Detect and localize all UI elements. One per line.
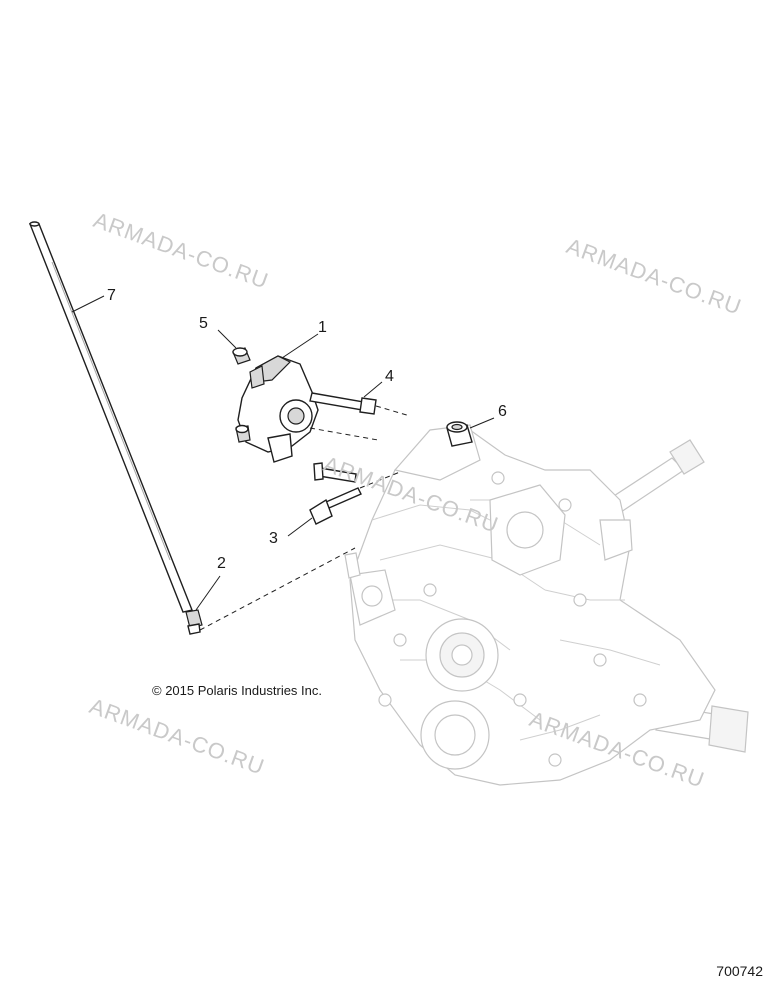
callout-5: 5: [199, 315, 208, 332]
callouts: 7 1 5 4 6 3 2: [107, 287, 507, 572]
callout-3: 3: [269, 530, 278, 547]
rod-part-7: [28, 221, 193, 613]
callout-2: 2: [217, 555, 226, 572]
watermark: ARMADA-CO.RU: [86, 693, 268, 780]
callout-4: 4: [385, 368, 394, 385]
callout-6: 6: [498, 403, 507, 420]
clip-part-2: [185, 609, 203, 635]
callout-1: 1: [318, 319, 327, 336]
bolt-part-3: [309, 462, 362, 525]
watermark: ARMADA-CO.RU: [90, 207, 272, 294]
leader-lines: [71, 295, 495, 611]
nut-part-5: [232, 347, 251, 365]
nut-on-bracket: [235, 424, 251, 443]
diagram-number: 700742: [716, 963, 763, 979]
nut-part-6: [446, 421, 473, 447]
watermark: ARMADA-CO.RU: [563, 233, 745, 320]
assembly-lines: [199, 405, 411, 631]
copyright-notice: © 2015 Polaris Industries Inc.: [152, 683, 322, 698]
callout-7: 7: [107, 287, 116, 304]
bracket-part-1: [237, 355, 319, 463]
bolt-part-4: [309, 392, 377, 415]
